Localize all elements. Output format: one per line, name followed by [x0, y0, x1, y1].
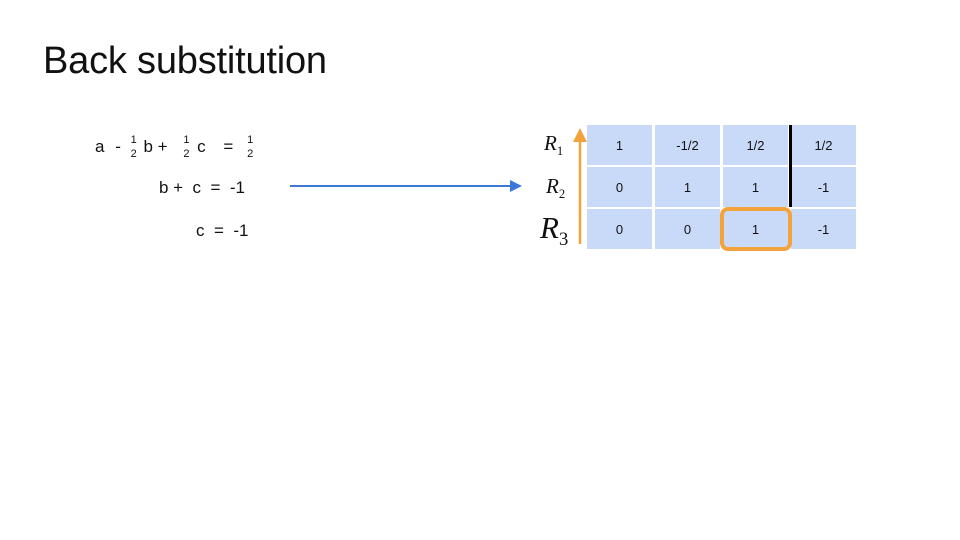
equation-2: b + c = -1 [159, 178, 245, 197]
eq1-frac-1: 1 2 [131, 133, 137, 161]
row-label-r3: R3 [540, 210, 568, 251]
matrix-cell-r3-c2: 0 [655, 209, 720, 249]
row-label-r2-letter: R [546, 174, 559, 198]
row-label-r1-sub: 1 [556, 144, 564, 159]
row-label-r1-letter: R [544, 131, 557, 155]
matrix-cell-r2-c2: 1 [655, 167, 720, 207]
eq1-minus: - [115, 137, 121, 156]
matrix-cell-r2-c4: -1 [791, 167, 856, 207]
row-label-r1: R1 [544, 131, 563, 159]
pivot-highlight [720, 207, 792, 251]
eq1-frac-1-num: 1 [130, 134, 137, 146]
matrix-cell-r1-c2: -1/2 [655, 125, 720, 165]
matrix-cell-r3-c4: -1 [791, 209, 856, 249]
matrix-cell-r2-c3: 1 [723, 167, 788, 207]
matrix-cell-r3-c1: 0 [587, 209, 652, 249]
equation-1: a - 1 2 b + 1 2 c = 1 2 [92, 133, 255, 161]
eq1-frac-1-den: 2 [130, 148, 137, 160]
eq1-b: b + [143, 137, 168, 156]
eq1-frac-2-den: 2 [183, 148, 190, 160]
equation-3: c = -1 [196, 221, 249, 240]
row-label-r2: R2 [546, 174, 565, 202]
matrix-cell-r1-c4: 1/2 [791, 125, 856, 165]
slide-title: Back substitution [43, 40, 327, 82]
matrix-cell-r3-c3: 1 [723, 209, 788, 249]
blue-arrow [290, 180, 522, 192]
augment-divider [789, 125, 792, 207]
row-label-r3-sub: 3 [558, 229, 569, 251]
eq1-c: c [197, 137, 206, 156]
orange-up-arrow [573, 128, 587, 244]
eq1-equals: = [223, 137, 234, 156]
row-label-r3-letter: R [540, 210, 559, 245]
matrix-cell-r1-c3: 1/2 [723, 125, 788, 165]
eq1-frac-2-num: 1 [183, 134, 190, 146]
matrix-cell-r1-c1: 1 [587, 125, 652, 165]
eq1-frac-3-num: 1 [247, 134, 254, 146]
matrix-cell-r2-c1: 0 [587, 167, 652, 207]
eq1-frac-2: 1 2 [183, 133, 189, 161]
eq1-frac-3: 1 2 [247, 133, 253, 161]
eq1-a: a [95, 137, 105, 156]
row-label-r2-sub: 2 [558, 187, 566, 202]
eq1-frac-3-den: 2 [247, 148, 254, 160]
